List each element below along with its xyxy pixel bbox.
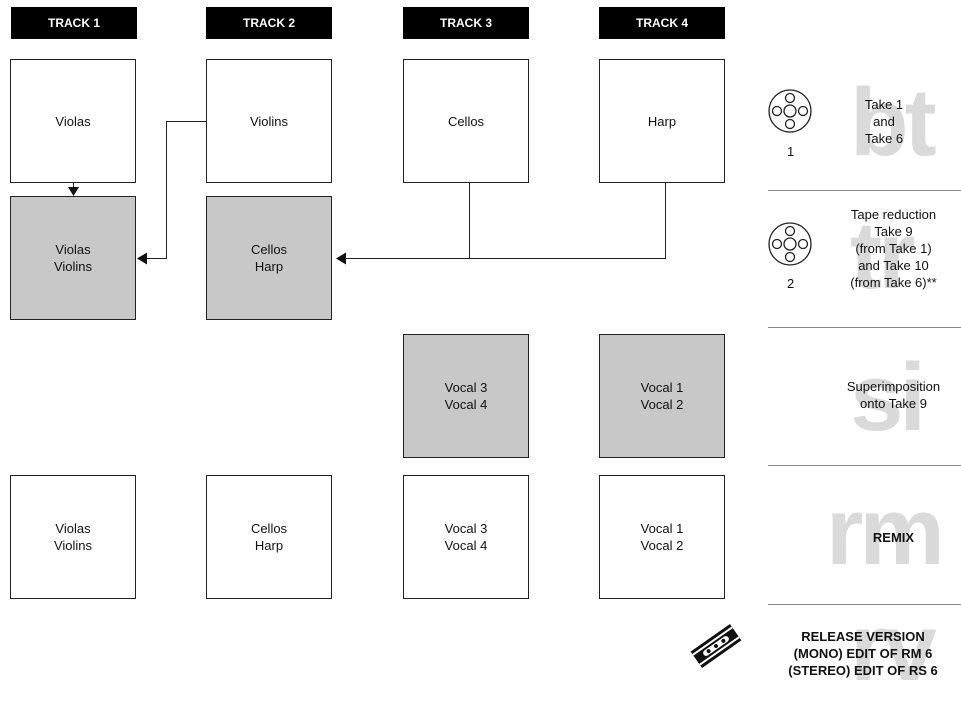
row1-track1-box: Violas xyxy=(10,59,136,183)
arrowhead-left-icon xyxy=(336,252,346,265)
row4-track3-box: Vocal 3 Vocal 4 xyxy=(403,475,529,599)
row2-track2-box: Cellos Harp xyxy=(206,196,332,320)
arrowhead-down-icon xyxy=(68,187,79,196)
stage-watermark: rm xyxy=(826,478,945,585)
connector-harp-to-combined xyxy=(346,183,666,259)
stage-4-text: REMIX xyxy=(872,530,915,545)
row3-track3-box: Vocal 3 Vocal 4 xyxy=(403,334,529,458)
stage-divider xyxy=(768,327,961,328)
stage-1-text: Take 1 and Take 6 xyxy=(864,97,904,146)
stage-watermark: si xyxy=(850,344,926,451)
row4-track2-box: Cellos Harp xyxy=(206,475,332,599)
track-1-header: TRACK 1 xyxy=(11,7,137,39)
track-2-header: TRACK 2 xyxy=(206,7,332,39)
stage-2-text: Tape reduction Take 9 (from Take 1) and … xyxy=(850,207,937,290)
stage-divider xyxy=(768,465,961,466)
stage-watermark: rv xyxy=(850,594,937,701)
track-4-header: TRACK 4 xyxy=(599,7,725,39)
stage-watermark: bt xyxy=(850,69,937,176)
tape-reel-icon xyxy=(768,89,812,133)
stage-2-number: 2 xyxy=(787,276,795,291)
row4-track1-box: Violas Violins xyxy=(10,475,136,599)
row4-track4-box: Vocal 1 Vocal 2 xyxy=(599,475,725,599)
track-3-header: TRACK 3 xyxy=(403,7,529,39)
stage-divider xyxy=(768,190,961,191)
row1-track3-box: Cellos xyxy=(403,59,529,183)
stage-divider xyxy=(768,604,961,605)
arrowhead-left-icon xyxy=(137,252,147,265)
stage-watermark: tr xyxy=(850,202,915,309)
row2-track1-box: Violas Violins xyxy=(10,196,136,320)
stage-3-text: Superimposition onto Take 9 xyxy=(846,379,941,411)
row3-track4-box: Vocal 1 Vocal 2 xyxy=(599,334,725,458)
connector-violins-to-combined xyxy=(147,121,206,259)
stage-5-text: RELEASE VERSION (MONO) EDIT OF RM 6 (STE… xyxy=(788,629,938,678)
razor-blade-icon xyxy=(690,624,742,668)
row1-track2-box: Violins xyxy=(206,59,332,183)
stage-1-number: 1 xyxy=(787,144,795,159)
row1-track4-box: Harp xyxy=(599,59,725,183)
tape-reel-icon xyxy=(768,222,812,266)
